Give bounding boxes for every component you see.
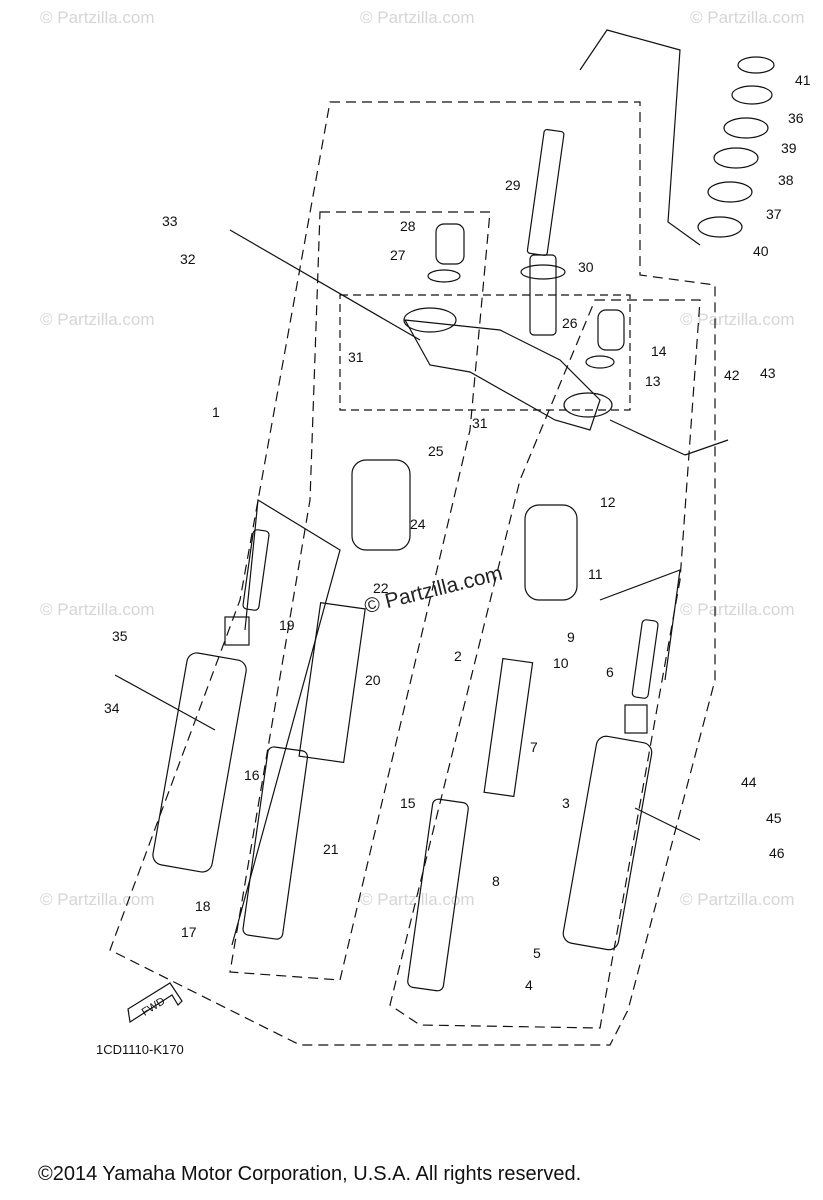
label-2: 2 (454, 648, 462, 664)
leader-29-40 (579, 29, 701, 246)
label-7: 7 (530, 739, 538, 755)
leader-19 (231, 498, 341, 946)
watermark: © Partzilla.com (360, 8, 475, 27)
label-39: 39 (781, 140, 797, 156)
inner-tube-8 (407, 798, 469, 992)
cap-bolt-14 (597, 309, 625, 351)
label-19: 19 (279, 617, 295, 633)
watermark: © Partzilla.com (40, 600, 155, 619)
label-18: 18 (195, 898, 211, 914)
label-40: 40 (753, 243, 769, 259)
damper-rod-6 (631, 619, 659, 699)
watermark: © Partzilla.com (360, 890, 475, 909)
outer-tube-16 (152, 652, 247, 873)
bearing-40 (697, 216, 743, 238)
clamp-right (563, 392, 613, 418)
label-44: 44 (741, 774, 757, 790)
outer-tube-3 (562, 735, 653, 951)
label-6: 6 (606, 664, 614, 680)
watermark: © Partzilla.com (690, 8, 805, 27)
assembly-outline-15 (229, 211, 491, 981)
part-labels: 1 2 3 4 5 6 7 8 9 10 11 12 13 14 15 16 1… (104, 72, 811, 1019)
fwd-arrow-icon (127, 982, 183, 1024)
copyright: ©2014 Yamaha Motor Corporation, U.S.A. A… (38, 1163, 582, 1185)
inner-tube-21 (242, 746, 309, 940)
label-35: 35 (112, 628, 128, 644)
label-38: 38 (778, 172, 794, 188)
watermark: © Partzilla.com (680, 890, 795, 909)
label-41: 41 (795, 72, 811, 88)
label-27: 27 (390, 247, 406, 263)
label-4: 4 (525, 977, 533, 993)
race-38 (713, 147, 759, 169)
label-15: 15 (400, 795, 416, 811)
fork-boot-24 (351, 459, 411, 551)
label-29: 29 (505, 177, 521, 193)
ring-nut-41 (737, 56, 775, 74)
watermark: © Partzilla.com (40, 890, 155, 909)
label-31b: 31 (472, 415, 488, 431)
label-16: 16 (244, 767, 260, 783)
label-33: 33 (162, 213, 178, 229)
label-28: 28 (400, 218, 416, 234)
clamp-left (403, 307, 457, 333)
label-21: 21 (323, 841, 339, 857)
fork-boot-11 (524, 504, 578, 601)
watermark: © Partzilla.com (40, 8, 155, 27)
label-10: 10 (553, 655, 569, 671)
race-37 (707, 181, 753, 203)
label-36: 36 (788, 110, 804, 126)
label-31a: 31 (348, 349, 364, 365)
o-ring-27 (427, 269, 461, 283)
damper-spring-19 (224, 616, 250, 646)
damper-rod-19 (242, 529, 270, 611)
label-1: 1 (212, 404, 220, 420)
o-ring-13 (585, 355, 615, 369)
under-bracket (403, 319, 601, 431)
connector-42b (684, 439, 729, 456)
label-43: 43 (760, 365, 776, 381)
leader-6 (599, 569, 681, 681)
label-17: 17 (181, 924, 197, 940)
label-34: 34 (104, 700, 120, 716)
bracket-outline-26 (339, 294, 631, 411)
label-20: 20 (365, 672, 381, 688)
assembly-outline-1 (109, 101, 716, 1046)
label-45: 45 (766, 810, 782, 826)
label-30: 30 (578, 259, 594, 275)
ring-nut-36 (731, 85, 773, 105)
label-9: 9 (567, 629, 575, 645)
label-32: 32 (180, 251, 196, 267)
label-8: 8 (492, 873, 500, 889)
damper-spring-6 (624, 704, 648, 734)
steering-stem (520, 128, 566, 336)
label-24: 24 (410, 516, 426, 532)
label-14: 14 (651, 343, 667, 359)
cap-bolt-28 (435, 223, 465, 265)
connector-45 (634, 807, 701, 841)
fork-spring-7 (483, 657, 534, 798)
label-25: 25 (428, 443, 444, 459)
watermark: © Partzilla.com (40, 310, 155, 329)
watermark: © Partzilla.com (680, 600, 795, 619)
bearing-39 (723, 117, 769, 139)
label-37: 37 (766, 206, 782, 222)
label-3: 3 (562, 795, 570, 811)
connector-32 (229, 229, 421, 341)
connector-34 (114, 674, 216, 731)
label-13: 13 (645, 373, 661, 389)
connector-42 (609, 419, 686, 456)
watermark: © Partzilla.com (680, 310, 795, 329)
diagram-code: 1CD1110-K170 (96, 1042, 184, 1057)
label-22: 22 (373, 580, 389, 596)
fork-spring-20 (298, 601, 366, 764)
label-26: 26 (562, 315, 578, 331)
label-46: 46 (769, 845, 785, 861)
assembly-outline-2 (389, 299, 701, 1029)
label-12: 12 (600, 494, 616, 510)
label-5: 5 (533, 945, 541, 961)
label-11: 11 (588, 566, 603, 582)
label-42: 42 (724, 367, 740, 383)
